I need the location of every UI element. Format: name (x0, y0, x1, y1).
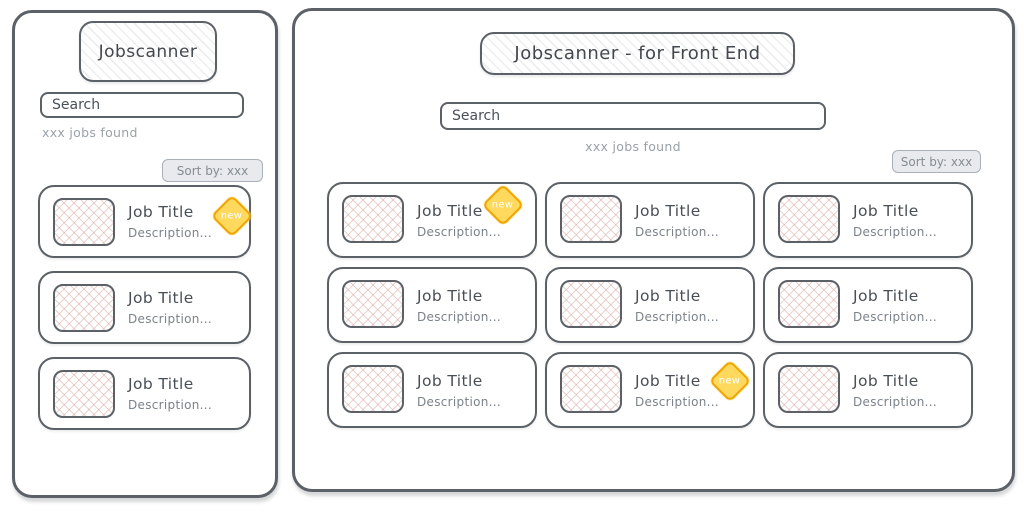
job-thumbnail (342, 365, 404, 413)
mobile-app-title-box: Jobscanner (79, 21, 217, 82)
new-badge-label: new (221, 210, 243, 222)
job-thumbnail (53, 198, 115, 246)
mobile-job-card-list: Job Title Description... new Job Title D… (38, 185, 254, 443)
job-thumbnail (342, 280, 404, 328)
job-thumbnail (53, 370, 115, 418)
job-thumbnail (778, 195, 840, 243)
job-title: Job Title (635, 286, 701, 305)
job-card-text: Job Title Description... (853, 354, 965, 426)
job-description: Description... (128, 226, 212, 240)
job-title: Job Title (635, 371, 701, 390)
new-badge-label: new (719, 375, 741, 387)
job-card[interactable]: Job Title Description... (545, 182, 755, 258)
job-thumbnail (778, 280, 840, 328)
mobile-jobs-found-text: xxx jobs found (42, 125, 138, 140)
job-card-text: Job Title Description... (853, 184, 965, 256)
job-card-text: Job Title Description... (635, 269, 747, 341)
job-thumbnail (778, 365, 840, 413)
job-card-text: Job Title Description... (417, 354, 529, 426)
job-card[interactable]: Job Title Description... new (327, 182, 537, 258)
job-description: Description... (853, 309, 937, 324)
desktop-app-title-box: Jobscanner - for Front End (480, 32, 795, 75)
job-card[interactable]: Job Title Description... (327, 352, 537, 428)
job-title: Job Title (417, 371, 483, 390)
job-thumbnail (342, 195, 404, 243)
job-description: Description... (853, 224, 937, 239)
job-description: Description... (635, 224, 719, 239)
job-card[interactable]: Job Title Description... (38, 271, 251, 344)
job-card-text: Job Title Description... (417, 269, 529, 341)
desktop-frame: Jobscanner - for Front End xxx jobs foun… (292, 8, 1015, 492)
job-title: Job Title (853, 286, 919, 305)
job-card-text: Job Title Description... (635, 184, 747, 256)
job-card[interactable]: Job Title Description... (763, 182, 973, 258)
job-title: Job Title (128, 375, 194, 393)
mobile-frame: Jobscanner xxx jobs found Sort by: xxx J… (12, 10, 278, 498)
desktop-search-input[interactable] (440, 102, 826, 130)
job-title: Job Title (853, 371, 919, 390)
job-card-text: Job Title Description... (128, 359, 243, 428)
job-card[interactable]: Job Title Description... (38, 357, 251, 430)
job-card[interactable]: Job Title Description... new (545, 352, 755, 428)
job-card-text: Job Title Description... (635, 354, 747, 426)
job-description: Description... (417, 309, 501, 324)
job-thumbnail (53, 284, 115, 332)
job-card-text: Job Title Description... (853, 269, 965, 341)
job-card-text: Job Title Description... (128, 187, 243, 256)
job-description: Description... (635, 309, 719, 324)
job-title: Job Title (635, 201, 701, 220)
job-title: Job Title (128, 203, 194, 221)
job-card[interactable]: Job Title Description... (763, 267, 973, 343)
job-title: Job Title (853, 201, 919, 220)
mobile-sort-button[interactable]: Sort by: xxx (162, 159, 263, 182)
job-thumbnail (560, 195, 622, 243)
desktop-jobs-found-text: xxx jobs found (585, 139, 681, 154)
job-description: Description... (417, 394, 501, 409)
mobile-search-input[interactable] (40, 92, 244, 118)
job-card[interactable]: Job Title Description... (763, 352, 973, 428)
job-card[interactable]: Job Title Description... (327, 267, 537, 343)
job-description: Description... (128, 312, 212, 326)
job-description: Description... (417, 224, 501, 239)
job-description: Description... (853, 394, 937, 409)
job-title: Job Title (128, 289, 194, 307)
desktop-sort-button[interactable]: Sort by: xxx (892, 150, 981, 173)
mobile-app-title: Jobscanner (98, 41, 198, 62)
job-title: Job Title (417, 286, 483, 305)
job-description: Description... (635, 394, 719, 409)
job-card-text: Job Title Description... (128, 273, 243, 342)
new-badge-label: new (492, 199, 514, 211)
job-card[interactable]: Job Title Description... new (38, 185, 254, 258)
desktop-job-card-grid: Job Title Description... new Job Title D… (327, 182, 973, 428)
job-title: Job Title (417, 201, 483, 220)
job-card[interactable]: Job Title Description... (545, 267, 755, 343)
job-card-text: Job Title Description... (417, 184, 529, 256)
job-description: Description... (128, 398, 212, 412)
desktop-app-title: Jobscanner - for Front End (514, 43, 761, 64)
job-thumbnail (560, 280, 622, 328)
job-thumbnail (560, 365, 622, 413)
